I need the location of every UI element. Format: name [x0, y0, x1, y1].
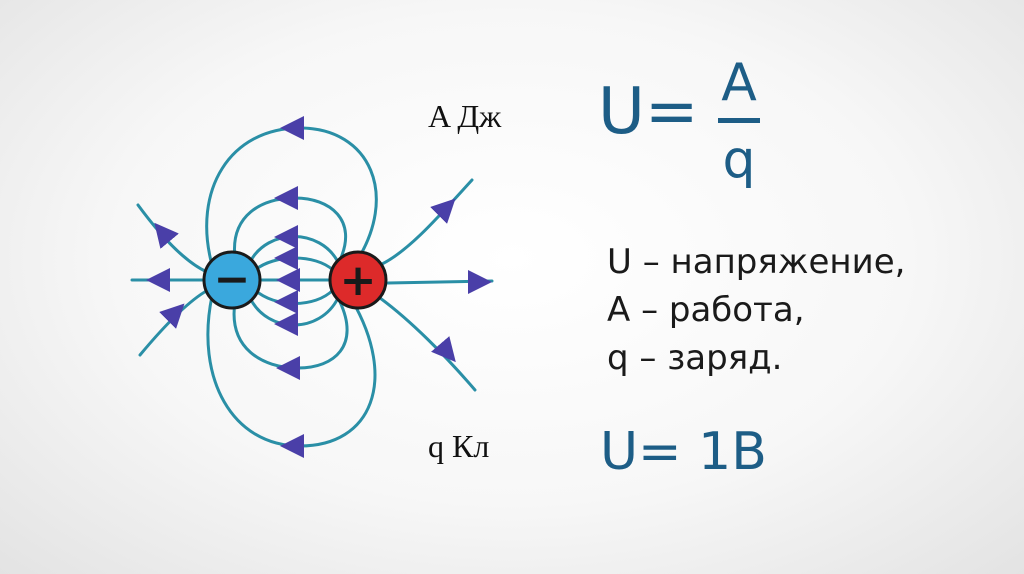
formula-numerator: A — [721, 53, 757, 113]
negative-charge-circle — [202, 250, 262, 310]
positive-charge-circle — [328, 250, 388, 310]
field-line — [380, 178, 474, 266]
field-line — [136, 203, 209, 274]
variable-legend: U – напряжение, A – работа, q – заряд. — [607, 238, 905, 382]
legend-item-voltage: U – напряжение, — [607, 242, 906, 282]
fraction-bar — [718, 118, 760, 123]
negative-charge-symbol: − — [214, 254, 251, 305]
field-line — [253, 256, 335, 272]
field-arrow — [431, 336, 456, 363]
charge-unit-label: q Кл — [428, 428, 490, 464]
field-line — [232, 300, 349, 370]
field-lines — [130, 126, 494, 448]
negative-charge: − — [202, 250, 262, 310]
positive-charge: + — [328, 250, 388, 310]
voltage-formula-fraction: A q — [716, 54, 762, 189]
field-line — [138, 288, 210, 357]
formula-denominator: q — [722, 130, 756, 190]
voltage-formula-lhs: U= — [598, 75, 699, 149]
field-line — [205, 126, 378, 267]
field-line — [378, 296, 477, 392]
legend-item-work: A – работа, — [607, 290, 805, 330]
positive-charge-symbol: + — [340, 255, 377, 306]
legend-item-charge: q – заряд. — [607, 338, 783, 378]
work-unit-label: A Дж — [428, 98, 502, 134]
volt-unit-formula: U= 1B — [600, 422, 767, 482]
field-line — [386, 279, 494, 285]
field-line — [253, 288, 335, 305]
